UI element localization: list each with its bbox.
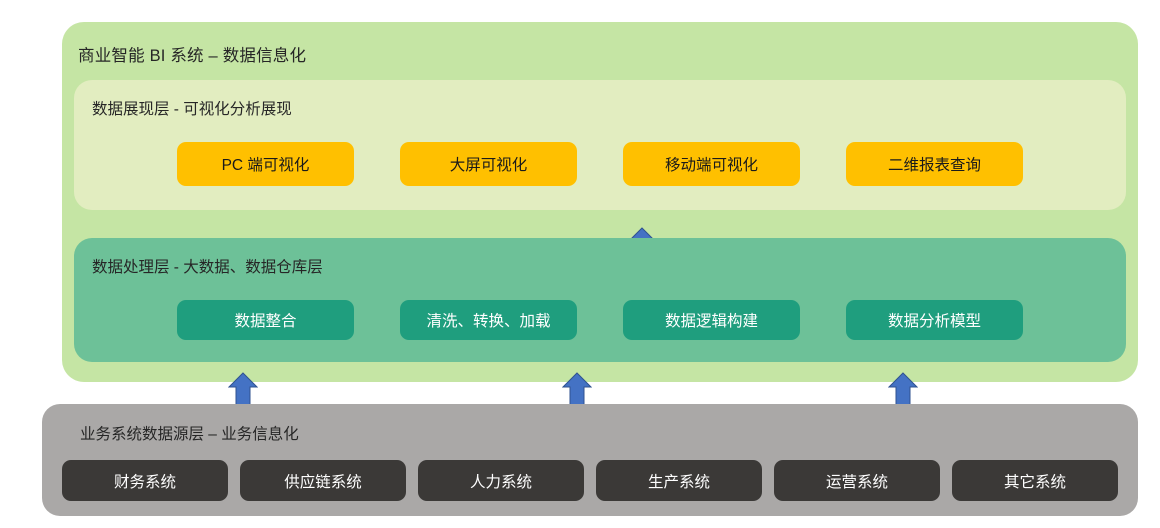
arrow-up-icon-source-to-processing-center [562,372,592,406]
chip-other-system[interactable]: 其它系统 [952,460,1118,501]
layer-title-processing: 数据处理层 - 大数据、数据仓库层 [92,259,323,276]
chip-finance-system[interactable]: 财务系统 [62,460,228,501]
arrow-up-icon-source-to-processing-left [228,372,258,406]
chip-operations-system[interactable]: 运营系统 [774,460,940,501]
layer-panel-source-systems: 业务系统数据源层 – 业务信息化 财务系统 供应链系统 人力系统 生产系统 运营… [42,404,1138,516]
chip-data-integration[interactable]: 数据整合 [177,300,354,340]
layer-panel-presentation: 数据展现层 - 可视化分析展现 PC 端可视化 大屏可视化 移动端可视化 二维报… [74,80,1126,210]
chip-row-presentation: PC 端可视化 大屏可视化 移动端可视化 二维报表查询 [74,142,1126,186]
diagram-title: 商业智能 BI 系统 – 数据信息化 [78,47,307,65]
layer-title-presentation: 数据展现层 - 可视化分析展现 [92,101,292,118]
chip-row-source-systems: 财务系统 供应链系统 人力系统 生产系统 运营系统 其它系统 [62,460,1118,501]
chip-2d-report-query[interactable]: 二维报表查询 [846,142,1023,186]
chip-mobile-visualization[interactable]: 移动端可视化 [623,142,800,186]
chip-hr-system[interactable]: 人力系统 [418,460,584,501]
arrow-up-icon-source-to-processing-right [888,372,918,406]
layer-title-source-systems: 业务系统数据源层 – 业务信息化 [80,426,299,443]
layer-panel-processing: 数据处理层 - 大数据、数据仓库层 数据整合 清洗、转换、加载 数据逻辑构建 数… [74,238,1126,362]
chip-data-analysis-model[interactable]: 数据分析模型 [846,300,1023,340]
chip-pc-visualization[interactable]: PC 端可视化 [177,142,354,186]
bi-system-container: 商业智能 BI 系统 – 数据信息化 数据展现层 - 可视化分析展现 PC 端可… [62,22,1138,382]
chip-etl[interactable]: 清洗、转换、加载 [400,300,577,340]
chip-supply-chain-system[interactable]: 供应链系统 [240,460,406,501]
chip-production-system[interactable]: 生产系统 [596,460,762,501]
chip-bigscreen-visualization[interactable]: 大屏可视化 [400,142,577,186]
chip-row-processing: 数据整合 清洗、转换、加载 数据逻辑构建 数据分析模型 [74,300,1126,340]
chip-data-logic-build[interactable]: 数据逻辑构建 [623,300,800,340]
